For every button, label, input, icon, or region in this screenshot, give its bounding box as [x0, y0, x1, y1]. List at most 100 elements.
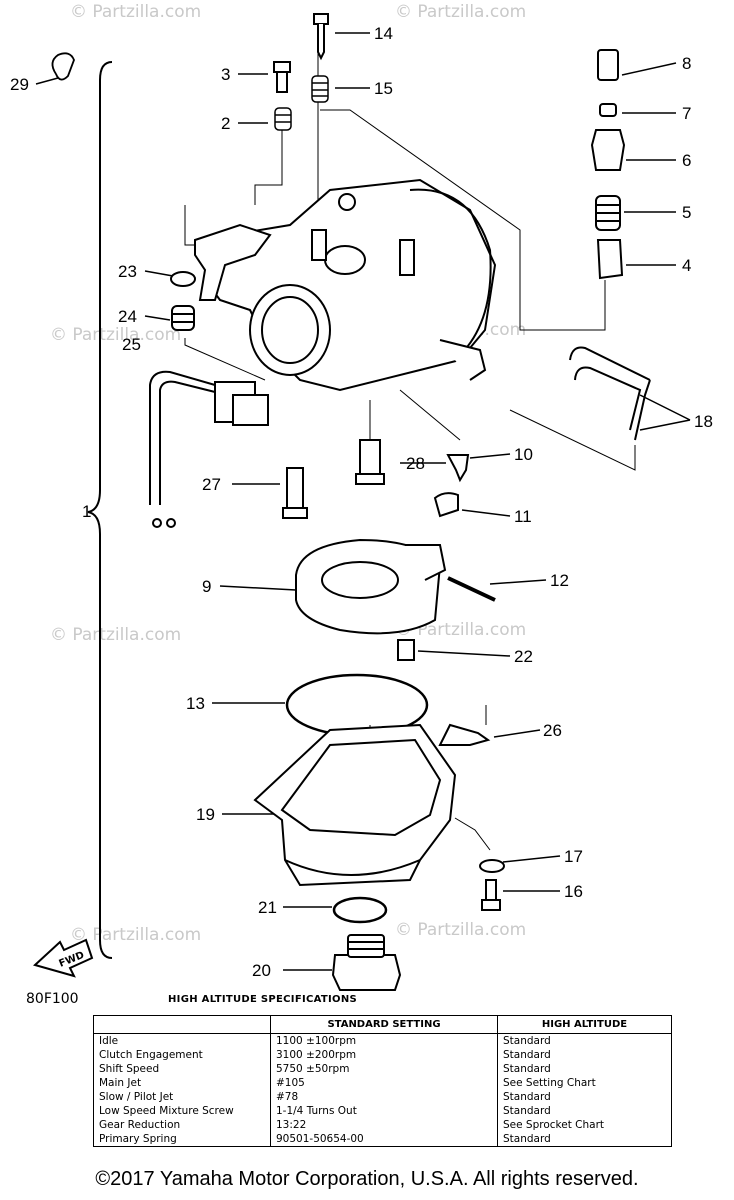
- fwd-arrow-icon: FWD: [33, 938, 94, 978]
- callout-11: 11: [514, 507, 532, 526]
- callout-15: 15: [374, 79, 393, 98]
- mixture-screw-parts: [170, 271, 196, 331]
- clip-part: [51, 52, 75, 81]
- spec-standard: 90501-50654-00: [270, 1132, 498, 1147]
- spec-high-altitude: See Sprocket Chart: [497, 1118, 672, 1132]
- spec-standard: 5750 ±50rpm: [270, 1062, 498, 1076]
- figure-code: 80F100: [26, 991, 79, 1007]
- jet-parts: [282, 439, 470, 519]
- callout-22: 22: [514, 647, 533, 666]
- spec-high-altitude: Standard: [497, 1062, 672, 1076]
- spec-table-header-row: STANDARD SETTING HIGH ALTITUDE: [93, 1015, 672, 1034]
- pilot-spring-part: [311, 75, 329, 103]
- spec-header-high-altitude: HIGH ALTITUDE: [497, 1015, 672, 1034]
- callout-16: 16: [564, 882, 583, 901]
- drain-plug-part: [397, 639, 415, 661]
- spec-standard: #78: [270, 1090, 498, 1104]
- spec-standard: 3100 ±200rpm: [270, 1048, 498, 1062]
- spec-standard: 1100 ±100rpm: [270, 1033, 498, 1048]
- assembly-bracket: [87, 61, 113, 959]
- callout-3: 3: [221, 65, 230, 84]
- throttle-sensor-cable: [149, 370, 269, 528]
- callout-13: 13: [186, 694, 205, 713]
- callout-20: 20: [252, 961, 271, 980]
- callout-29: 29: [10, 75, 29, 94]
- spec-item: Gear Reduction: [93, 1118, 271, 1132]
- spec-item: Low Speed Mixture Screw: [93, 1104, 271, 1118]
- callout-21: 21: [258, 898, 277, 917]
- callout-26: 26: [543, 721, 562, 740]
- watermark-text: © Partzilla.com: [395, 2, 526, 22]
- drain-bolt-part: [331, 934, 402, 991]
- float-part: [295, 538, 447, 635]
- drain-oring-part: [332, 896, 388, 924]
- vent-hose-part: [569, 346, 651, 441]
- float-pin-part: [447, 576, 496, 602]
- watermark-text: © Partzilla.com: [70, 925, 201, 945]
- spec-item: Idle: [93, 1033, 271, 1048]
- spec-standard: 13:22: [270, 1118, 498, 1132]
- spec-table-title: HIGH ALTITUDE SPECIFICATIONS: [168, 994, 357, 1005]
- callout-24: 24: [118, 307, 137, 326]
- callout-1: 1: [82, 502, 91, 521]
- callout-5: 5: [682, 203, 691, 222]
- spec-high-altitude: See Setting Chart: [497, 1076, 672, 1090]
- callout-12: 12: [550, 571, 569, 590]
- spec-item: Slow / Pilot Jet: [93, 1090, 271, 1104]
- spec-high-altitude: Standard: [497, 1090, 672, 1104]
- leader-lines: [35, 32, 691, 971]
- watermark-text: © Partzilla.com: [395, 920, 526, 940]
- throttle-spring-part: [274, 107, 292, 131]
- callout-10: 10: [514, 445, 533, 464]
- callout-23: 23: [118, 262, 137, 281]
- callout-28: 28: [406, 454, 425, 473]
- watermark-text: © Partzilla.com: [70, 2, 201, 22]
- starter-plunger-stack: [590, 49, 626, 280]
- callout-9: 9: [202, 577, 211, 596]
- watermark-text: © Partzilla.com: [50, 625, 181, 645]
- callout-14: 14: [374, 24, 393, 43]
- copyright-notice: ©2017 Yamaha Motor Corporation, U.S.A. A…: [95, 1168, 639, 1190]
- callout-labels: 1 2 3 4 5 6 7 8 9 10 11 12 13 14 15 16 1…: [10, 24, 713, 980]
- watermark-text: © Partzilla.com: [395, 620, 526, 640]
- spec-standard: #105: [270, 1076, 498, 1090]
- throttle-screw-part: [273, 61, 291, 93]
- spec-item: Main Jet: [93, 1076, 271, 1090]
- spec-header-standard: STANDARD SETTING: [270, 1015, 498, 1034]
- callout-27: 27: [202, 475, 221, 494]
- pilot-screw-part: [313, 13, 329, 61]
- bowl-screw-parts: [479, 859, 505, 911]
- callout-19: 19: [196, 805, 215, 824]
- callout-8: 8: [682, 54, 691, 73]
- spec-high-altitude: Standard: [497, 1132, 672, 1147]
- callout-25: 25: [122, 335, 141, 354]
- watermark-text: © Partzilla.com: [50, 325, 181, 345]
- spec-header-blank: [93, 1015, 271, 1034]
- spec-item: Clutch Engagement: [93, 1048, 271, 1062]
- spec-item: Shift Speed: [93, 1062, 271, 1076]
- callout-2: 2: [221, 114, 230, 133]
- spec-high-altitude: Standard: [497, 1048, 672, 1062]
- callout-4: 4: [682, 256, 691, 275]
- callout-17: 17: [564, 847, 583, 866]
- spec-high-altitude: Standard: [497, 1104, 672, 1118]
- spec-high-altitude: Standard: [497, 1033, 672, 1048]
- spec-item: Primary Spring: [93, 1132, 271, 1147]
- carburetor-body: [194, 178, 497, 392]
- callout-18: 18: [694, 412, 713, 431]
- callout-7: 7: [682, 104, 691, 123]
- callout-6: 6: [682, 151, 691, 170]
- float-bowl-part: [253, 723, 457, 887]
- spec-standard: 1-1/4 Turns Out: [270, 1104, 498, 1118]
- cable-bracket-part: [438, 723, 491, 746]
